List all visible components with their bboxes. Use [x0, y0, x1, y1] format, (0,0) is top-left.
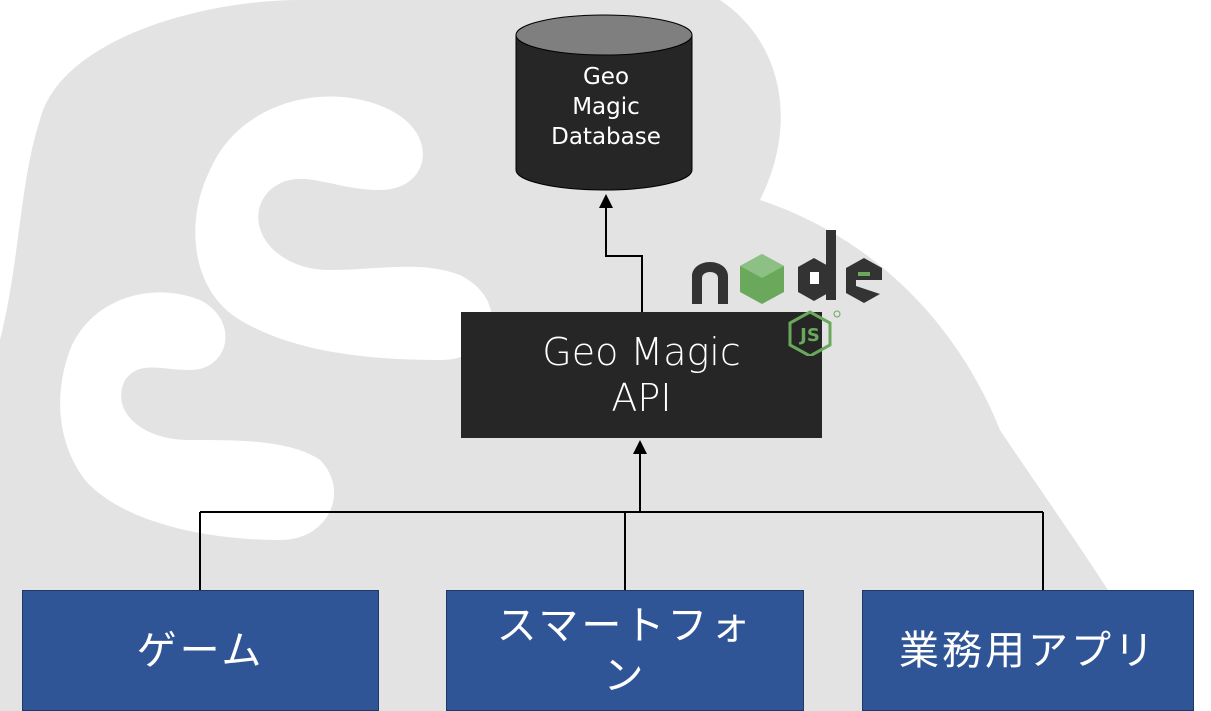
database-label-line: Database	[551, 124, 661, 150]
database-cylinder-icon	[515, 14, 693, 191]
client-label: スマートフォン	[496, 602, 754, 699]
client-label: 業務用アプリ	[899, 627, 1157, 674]
database-label: Geo Magic Database	[521, 62, 691, 152]
db-arrowhead-icon	[599, 194, 613, 208]
nodejs-badge-text: JS	[798, 325, 820, 346]
client-label: ゲーム	[136, 627, 265, 674]
api-to-db-connector	[605, 205, 643, 312]
client-box-business-app: 業務用アプリ	[862, 590, 1194, 711]
database-label-line: Geo	[582, 64, 630, 90]
client-box-smartphone: スマートフォン	[446, 590, 804, 711]
connector-lines	[199, 205, 1044, 590]
api-box: Geo Magic API	[461, 312, 822, 438]
client-box-games: ゲーム	[22, 590, 379, 711]
api-label-line: Geo Magic	[542, 330, 741, 374]
database-label-line: Magic	[572, 94, 640, 120]
api-label-line: API	[611, 376, 672, 420]
api-arrowhead-icon	[633, 440, 647, 454]
nodejs-logo-icon: JS	[692, 230, 882, 356]
